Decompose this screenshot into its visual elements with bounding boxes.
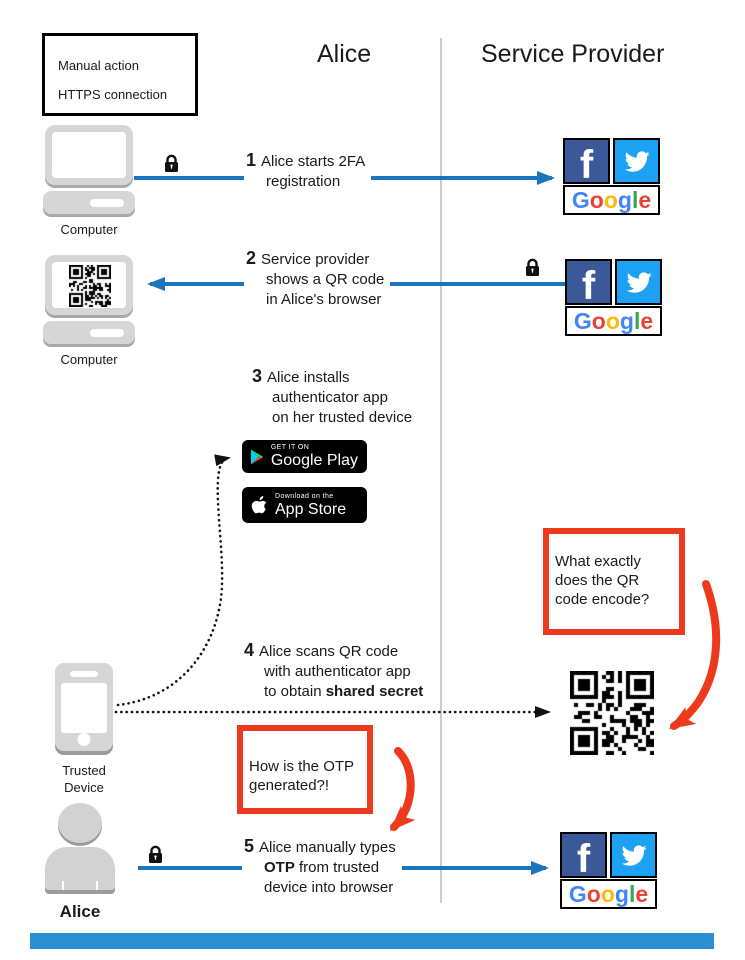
google-logo: Google: [563, 185, 660, 215]
step-5-number: 5: [244, 836, 255, 856]
step-1-number: 1: [246, 150, 257, 170]
computer-label-2: Computer: [60, 352, 118, 367]
facebook-f-icon: f: [563, 138, 610, 184]
app-store-badge: Download on the App Store: [242, 487, 367, 523]
laptop-screen-qr: [45, 255, 133, 315]
footer-bar: [30, 933, 714, 949]
play-triangle-icon: [251, 449, 263, 464]
google-logo: Google: [565, 306, 662, 336]
google-logo: Google: [560, 879, 657, 909]
annotation-qr-question: What exactly does the QR code encode?: [543, 528, 685, 635]
alice-label: Alice: [59, 902, 101, 921]
column-header-alice: Alice: [317, 40, 372, 68]
computer-icon-2: Computer: [43, 255, 135, 367]
play-badge-name: Google Play: [270, 452, 358, 469]
laptop-slot: [90, 329, 124, 337]
qr-code-large: [570, 671, 654, 755]
qr-question-arrow: [668, 580, 721, 730]
person-icon-alice: Alice: [45, 803, 115, 922]
legend-box: Manual action HTTPS connection: [42, 33, 198, 116]
twitter-bird-icon: [615, 259, 662, 305]
otp-question-arrow: [389, 747, 416, 832]
service-provider-icons-3: f Google: [560, 832, 658, 910]
step-2-number: 2: [246, 248, 257, 268]
service-provider-icons-2: f Google: [565, 259, 663, 337]
twitter-bird-icon: [610, 832, 657, 878]
lock-icon-step5: [149, 845, 162, 863]
smartphone-icon: [55, 663, 113, 751]
facebook-f-icon: f: [560, 832, 607, 878]
facebook-f-icon: f: [565, 259, 612, 305]
step-4-number: 4: [244, 640, 255, 660]
play-badge-tagline: GET IT ON: [270, 444, 310, 451]
computer-icon-1: Computer: [43, 125, 135, 237]
google-play-badge: GET IT ON Google Play: [242, 440, 367, 473]
appstore-badge-name: App Store: [275, 500, 347, 518]
person-head: [58, 803, 102, 843]
twitter-bird-icon: [613, 138, 660, 184]
annotation-otp-question: How is the OTP generated?!: [237, 725, 373, 814]
column-header-service-provider: Service Provider: [481, 40, 665, 68]
otp-emphasis: OTP: [264, 859, 295, 876]
apple-logo-icon: [251, 495, 267, 514]
phone-speaker: [70, 671, 98, 677]
qr-code-small: [69, 265, 111, 307]
appstore-badge-tagline: Download on the: [275, 492, 334, 500]
person-torso: [45, 847, 115, 890]
laptop-base: [43, 191, 135, 214]
phone-home-button: [77, 733, 91, 746]
shared-secret-emphasis: shared secret: [325, 683, 424, 700]
legend-manual-label: Manual action: [58, 58, 139, 73]
laptop-screen: [45, 125, 133, 185]
step-3-number: 3: [252, 366, 263, 386]
service-provider-icons-1: f Google: [563, 138, 661, 216]
laptop-slot: [90, 199, 124, 207]
trusted-device-label: Trusted Device: [62, 763, 106, 795]
legend-https-label: HTTPS connection: [58, 87, 168, 102]
step3-manual-arrow: [116, 454, 231, 707]
computer-label-1: Computer: [60, 222, 118, 237]
laptop-base: [43, 321, 135, 344]
phone-screen: [61, 683, 107, 733]
lock-icon-step2: [526, 258, 539, 276]
lock-icon-step1: [165, 154, 178, 172]
